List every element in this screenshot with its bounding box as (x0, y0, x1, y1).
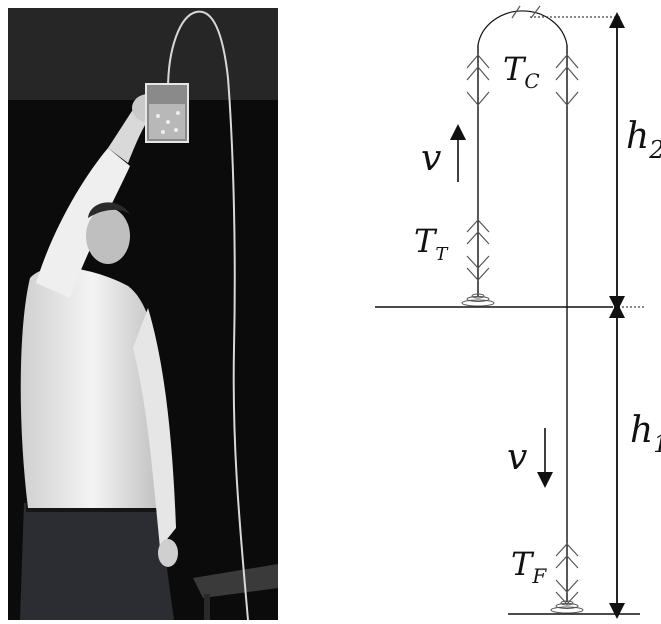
shirt (20, 267, 165, 508)
tension-floor-label: TF (511, 545, 547, 588)
chain-fountain-photo (8, 8, 278, 620)
table-chevrons (466, 219, 490, 281)
head (86, 208, 130, 264)
height-lower-label: h1 (630, 410, 661, 458)
floor-chain-pile (550, 600, 584, 614)
chain-top-arc (477, 10, 568, 46)
tension-table-label: TT (414, 222, 449, 265)
left-arm (133, 308, 176, 548)
raised-arm (36, 148, 130, 298)
tension-top-label: TC (503, 50, 540, 93)
jeans (20, 503, 174, 620)
table-top (193, 564, 278, 598)
bead-chain (167, 10, 249, 620)
table-chain-pile (461, 293, 495, 307)
velocity-down-label: v (507, 437, 527, 478)
chain-fountain-diagram: TC TT TF v v h2 h1 (375, 5, 661, 619)
top-chevrons (466, 5, 579, 106)
photo-ceiling (8, 8, 278, 100)
velocity-up-label: v (421, 138, 441, 179)
height-upper-label: h2 (626, 116, 661, 164)
